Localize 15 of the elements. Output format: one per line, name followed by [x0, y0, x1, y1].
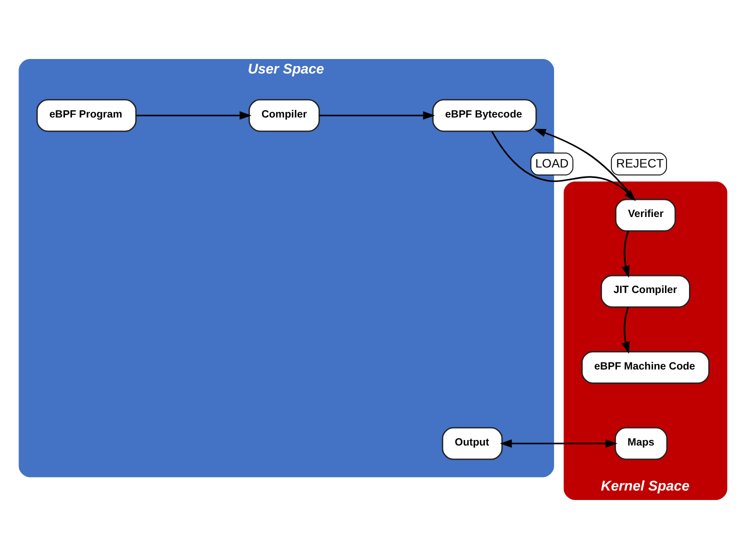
arrow [622, 230, 630, 278]
arrow [500, 439, 618, 448]
node-box: Output [442, 427, 503, 460]
arrow [136, 111, 252, 120]
edge-label: REJECT [616, 156, 664, 171]
arrow [319, 111, 435, 120]
node-box: eBPF Program [36, 99, 137, 132]
arrow [622, 306, 630, 354]
node-box: eBPF Machine Code [581, 351, 710, 384]
node-box: JIT Compiler [600, 274, 690, 308]
node-box: Compiler [248, 99, 320, 132]
node-box: Verifier [615, 198, 676, 232]
node-box: eBPF Bytecode [432, 99, 537, 132]
node-box: Maps [614, 427, 668, 460]
arrow [534, 128, 636, 200]
